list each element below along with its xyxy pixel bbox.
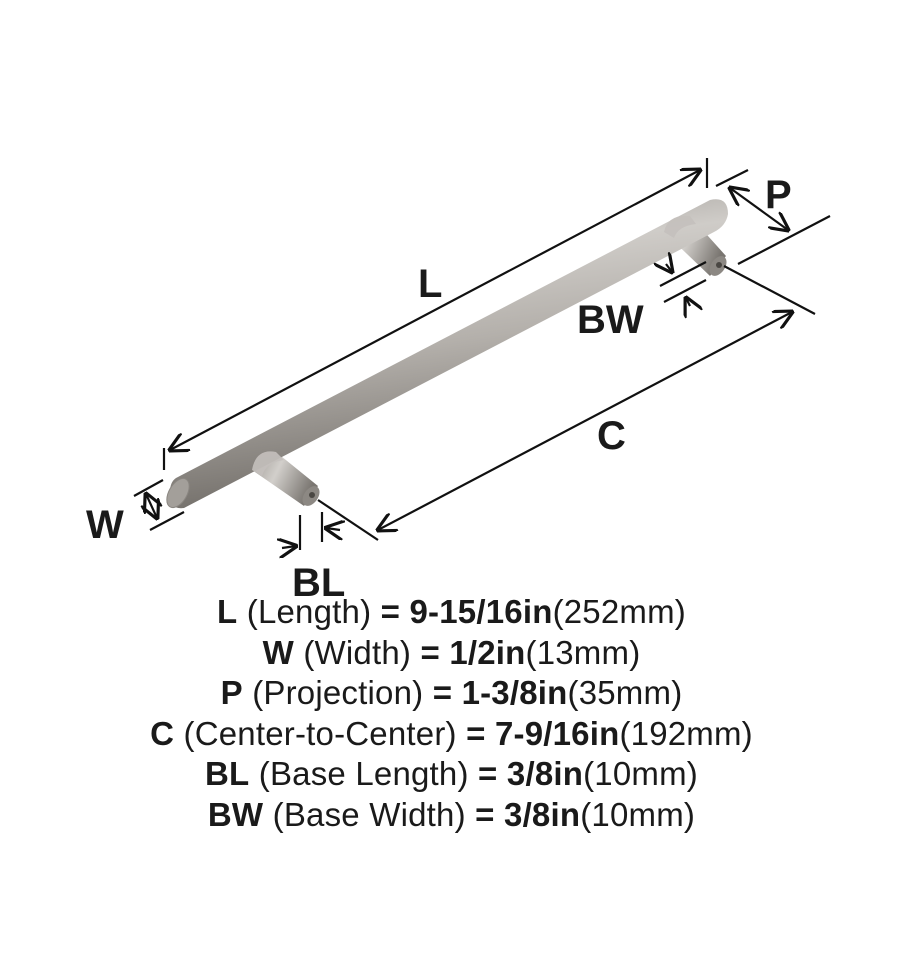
projection-label: P	[765, 173, 792, 217]
spec-value-inches: 3/8in	[506, 755, 584, 792]
spec-equals: =	[478, 755, 498, 792]
spec-value-inches: 7-9/16in	[494, 714, 620, 752]
spec-value-mm: (192mm)	[619, 714, 753, 752]
spec-key: BW	[207, 795, 264, 833]
center-to-center-dimension	[317, 265, 816, 541]
spec-equals: =	[432, 674, 453, 711]
base-width-label: BW	[577, 298, 644, 342]
spec-name: (Center-to-Center)	[183, 714, 457, 752]
width-label: W	[86, 503, 124, 547]
spec-name: (Length)	[246, 593, 372, 630]
dimension-specifications-list: L (Length) = 9-15/16in(252mm) W (Width) …	[0, 592, 903, 835]
spec-equals: =	[380, 593, 401, 630]
spec-value-inches: 1/2in	[449, 633, 526, 671]
spec-key: C	[150, 714, 175, 752]
center-to-center-label: C	[597, 414, 626, 458]
spec-name: (Projection)	[252, 674, 424, 711]
spec-key: BL	[205, 755, 250, 792]
spec-base-width: BW (Base Width) = 3/8in(10mm)	[0, 795, 903, 836]
bar-pull-handle-illustration	[133, 158, 831, 600]
spec-center-to-center: C (Center-to-Center) = 7-9/16in(192mm)	[0, 714, 903, 755]
spec-value-inches: 3/8in	[504, 795, 581, 833]
spec-value-inches: 1-3/8in	[461, 674, 568, 711]
spec-equals: =	[475, 795, 495, 833]
base-length-label: BL	[292, 561, 346, 605]
spec-equals: =	[420, 633, 440, 671]
spec-base-length: BL (Base Length) = 3/8in(10mm)	[0, 754, 903, 795]
base-length-dimension	[282, 512, 340, 550]
spec-value-mm: (35mm)	[567, 674, 683, 711]
spec-value-mm: (10mm)	[583, 755, 698, 792]
spec-key: L	[217, 593, 238, 630]
length-label: L	[418, 262, 443, 306]
spec-value-inches: 9-15/16in	[409, 593, 553, 630]
spec-key: P	[220, 674, 243, 711]
spec-projection: P (Projection) = 1-3/8in(35mm)	[0, 673, 903, 714]
spec-length: L (Length) = 9-15/16in(252mm)	[0, 592, 903, 633]
spec-name: (Base Length)	[258, 755, 469, 792]
spec-width: W (Width) = 1/2in(13mm)	[0, 633, 903, 674]
main-bar	[166, 199, 728, 509]
spec-value-mm: (10mm)	[580, 795, 696, 833]
spec-name: (Base Width)	[272, 795, 466, 833]
base-width-dimension	[660, 262, 707, 306]
spec-value-mm: (252mm)	[552, 593, 686, 630]
spec-equals: =	[466, 714, 486, 752]
spec-name: (Width)	[303, 633, 412, 671]
width-dimension	[133, 479, 185, 531]
spec-value-mm: (13mm)	[525, 633, 641, 671]
spec-key: W	[262, 633, 294, 671]
projection-dimension	[715, 169, 831, 265]
handle-dimension-diagram: L W P C BW BL	[86, 158, 831, 605]
